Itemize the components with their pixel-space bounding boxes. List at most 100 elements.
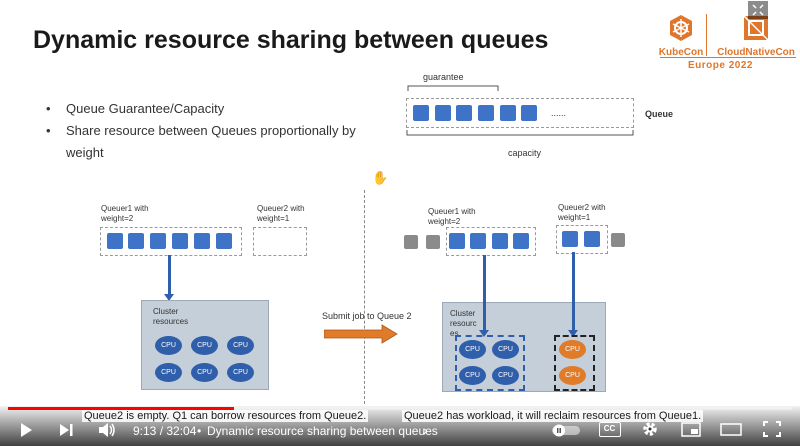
logo-underline xyxy=(660,57,796,58)
slide-title: Dynamic resource sharing between queues xyxy=(33,26,549,54)
fullscreen-icon xyxy=(763,421,781,437)
cpu-node: CPU xyxy=(155,336,182,355)
chevron-right-icon: › xyxy=(423,422,428,438)
arrow-head xyxy=(568,330,578,337)
bullet-list: Queue Guarantee/Capacity Share resource … xyxy=(46,98,366,164)
left-queue2-label: Queuer2 with weight=1 xyxy=(257,204,305,223)
cc-icon: CC xyxy=(603,424,616,433)
arrow-head xyxy=(479,330,489,337)
queue-slot xyxy=(478,105,494,121)
autoplay-toggle[interactable] xyxy=(551,422,581,443)
volume-button[interactable] xyxy=(97,421,117,444)
time-current: 9:13 xyxy=(133,424,157,438)
subtitles-button[interactable]: CC xyxy=(599,422,621,437)
progress-fill xyxy=(8,407,234,410)
gear-icon xyxy=(643,422,657,436)
job-block xyxy=(513,233,529,249)
play-icon xyxy=(21,423,32,437)
settings-button[interactable] xyxy=(641,420,659,443)
arrow-head xyxy=(164,294,174,301)
capacity-bracket xyxy=(406,130,634,136)
cpu-node: CPU xyxy=(191,363,218,382)
job-block xyxy=(107,233,123,249)
cpu-node: CPU xyxy=(492,340,519,359)
cpu-node: CPU xyxy=(191,336,218,355)
cloudnativecon-logo: CloudNativeCon xyxy=(712,14,800,58)
job-block xyxy=(562,231,578,247)
cloudnative-icon xyxy=(743,15,769,41)
job-block xyxy=(470,233,486,249)
bullet-item: Share resource between Queues proportion… xyxy=(46,120,366,164)
queue-slot xyxy=(456,105,472,121)
job-block xyxy=(172,233,188,249)
cpu-node: CPU xyxy=(155,363,182,382)
job-block xyxy=(194,233,210,249)
q1-allocation-box xyxy=(455,335,525,391)
cpu-node: CPU xyxy=(227,363,254,382)
kubernetes-icon xyxy=(670,15,692,41)
bullet-item: Queue Guarantee/Capacity xyxy=(46,98,366,120)
job-block xyxy=(492,233,508,249)
left-queue1-box xyxy=(100,227,242,256)
caption-left: Queue2 is empty. Q1 can borrow resources… xyxy=(82,410,369,422)
right-queue2-label: Queuer2 with weight=1 xyxy=(558,203,606,222)
left-queue1-label: Queuer1 with weight=2 xyxy=(101,204,149,223)
kubecon-logo: KubeCon xyxy=(658,14,704,58)
kubecon-text: KubeCon xyxy=(658,47,704,58)
miniplayer-button[interactable] xyxy=(681,422,701,442)
left-cluster-label: Cluster resources xyxy=(153,307,189,326)
chapter-bullet: • xyxy=(197,424,202,438)
autoplay-toggle-icon xyxy=(552,424,580,437)
caption-right: Queue2 has workload, it will reclaim res… xyxy=(402,410,704,422)
hand-cursor-icon: ✋ xyxy=(372,170,389,185)
job-block xyxy=(584,231,600,247)
volume-icon xyxy=(99,423,115,437)
queue-slot xyxy=(500,105,516,121)
panel-divider xyxy=(364,190,365,404)
submit-arrow-icon xyxy=(324,324,398,344)
theater-mode-button[interactable] xyxy=(720,423,742,441)
queue-capacity-box xyxy=(406,98,634,128)
miniplayer-icon xyxy=(681,422,701,437)
cpu-node: CPU xyxy=(492,366,519,385)
job-block xyxy=(216,233,232,249)
cloudnativecon-text: CloudNativeCon xyxy=(717,47,795,58)
job-block xyxy=(150,233,166,249)
cpu-node: CPU xyxy=(459,340,486,359)
cpu-node: CPU xyxy=(459,366,486,385)
job-block-gray xyxy=(426,235,440,249)
q2-allocation-box xyxy=(554,335,595,391)
time-separator: / xyxy=(156,424,167,438)
right-queue1-box xyxy=(446,227,536,256)
overlay-button[interactable] xyxy=(748,1,768,19)
right-flow-arrow-q1 xyxy=(483,255,486,331)
queue-label: Queue xyxy=(645,109,674,119)
fullscreen-button[interactable] xyxy=(763,421,781,442)
queue-slot xyxy=(521,105,537,121)
guarantee-bracket xyxy=(407,85,499,91)
logo-divider xyxy=(706,14,707,56)
progress-track[interactable] xyxy=(8,407,792,410)
job-block xyxy=(128,233,144,249)
left-flow-arrow xyxy=(168,255,171,295)
chapter-title-button[interactable]: Dynamic resource sharing between queues xyxy=(207,424,438,438)
time-total: 32:04 xyxy=(166,424,197,438)
queue-slot xyxy=(435,105,451,121)
theater-icon xyxy=(720,423,742,436)
guarantee-label: guarantee xyxy=(423,72,464,82)
left-queue2-box xyxy=(253,227,307,256)
queue-slot xyxy=(413,105,429,121)
capacity-label: capacity xyxy=(508,148,542,158)
cpu-node: CPU xyxy=(227,336,254,355)
queue-ellipsis: ...... xyxy=(551,108,567,118)
job-block-gray xyxy=(611,233,625,247)
right-flow-arrow-q2 xyxy=(572,252,575,331)
next-button[interactable] xyxy=(58,422,74,443)
cpu-node-orange: CPU xyxy=(559,366,586,385)
job-block-gray xyxy=(404,235,418,249)
right-queue2-box xyxy=(556,225,608,254)
submit-job-label: Submit job to Queue 2 xyxy=(322,311,412,321)
play-button[interactable] xyxy=(18,422,34,443)
skip-next-icon xyxy=(60,424,73,436)
time-display: 9:13 / 32:04 xyxy=(133,424,196,438)
